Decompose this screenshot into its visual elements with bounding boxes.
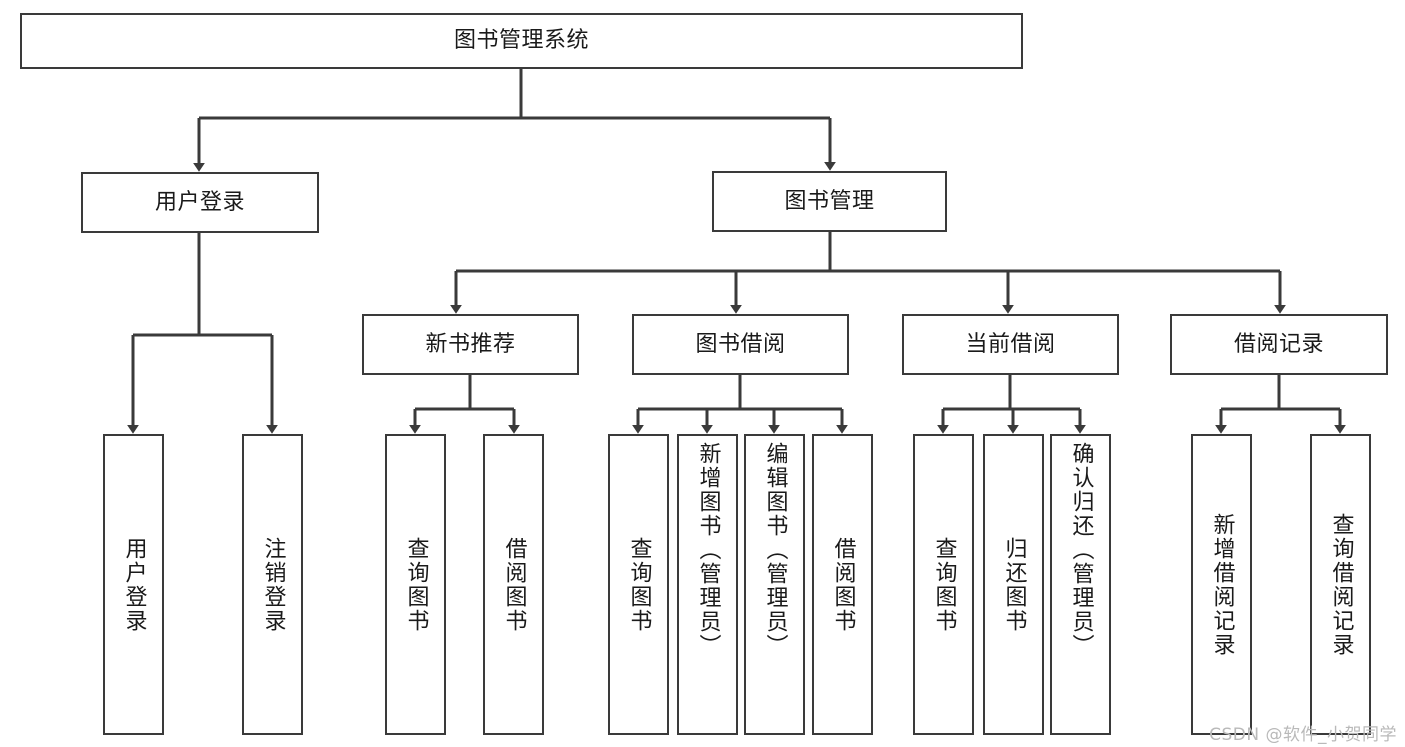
leaf-query-borrow-record[interactable]: 查询借阅记录 <box>1310 434 1371 735</box>
leaf-confirm-return-admin-label: 确认归还（管理员） <box>1068 442 1094 658</box>
leaf-borrow-book-rec[interactable]: 借阅图书 <box>483 434 544 735</box>
leaf-query-borrow-record-label: 查询借阅记录 <box>1328 512 1354 657</box>
leaf-logout-login[interactable]: 注销登录 <box>242 434 303 735</box>
leaf-borrow-book-rec-label: 借阅图书 <box>501 536 527 633</box>
node-root[interactable]: 图书管理系统 <box>20 13 1023 69</box>
node-book-borrow-label: 图书借阅 <box>695 331 786 357</box>
node-root-label: 图书管理系统 <box>453 28 589 54</box>
node-current-borrow-label: 当前借阅 <box>965 331 1056 357</box>
leaf-query-book-rec-label: 查询图书 <box>403 536 429 633</box>
leaf-user-login-label: 用户登录 <box>121 536 147 633</box>
leaf-add-borrow-record-label: 新增借阅记录 <box>1209 512 1235 657</box>
node-user-login-label: 用户登录 <box>154 189 245 215</box>
leaf-query-book-borrow[interactable]: 查询图书 <box>608 434 669 735</box>
leaf-add-book-admin-label: 新增图书（管理员） <box>695 442 721 658</box>
node-new-book-recommend[interactable]: 新书推荐 <box>362 314 579 375</box>
leaf-borrow-book-label: 借阅图书 <box>830 536 856 633</box>
csdn-watermark: CSDN @软件_小贺同学 <box>1209 725 1397 745</box>
leaf-query-book-rec[interactable]: 查询图书 <box>385 434 446 735</box>
leaf-query-book-current[interactable]: 查询图书 <box>913 434 974 735</box>
node-book-borrow[interactable]: 图书借阅 <box>632 314 849 375</box>
leaf-edit-book-admin[interactable]: 编辑图书（管理员） <box>744 434 805 735</box>
leaf-query-book-current-label: 查询图书 <box>931 536 957 633</box>
node-current-borrow[interactable]: 当前借阅 <box>902 314 1119 375</box>
leaf-logout-login-label: 注销登录 <box>260 536 286 633</box>
leaf-query-book-borrow-label: 查询图书 <box>626 536 652 633</box>
leaf-add-borrow-record[interactable]: 新增借阅记录 <box>1191 434 1252 735</box>
leaf-return-book[interactable]: 归还图书 <box>983 434 1044 735</box>
leaf-edit-book-admin-label: 编辑图书（管理员） <box>762 442 788 658</box>
leaf-user-login[interactable]: 用户登录 <box>103 434 164 735</box>
node-book-manage[interactable]: 图书管理 <box>712 171 947 232</box>
leaf-return-book-label: 归还图书 <box>1001 536 1027 633</box>
node-borrow-record[interactable]: 借阅记录 <box>1170 314 1388 375</box>
node-borrow-record-label: 借阅记录 <box>1233 331 1324 357</box>
leaf-add-book-admin[interactable]: 新增图书（管理员） <box>677 434 738 735</box>
node-new-book-recommend-label: 新书推荐 <box>425 331 516 357</box>
node-user-login[interactable]: 用户登录 <box>81 172 319 233</box>
leaf-borrow-book[interactable]: 借阅图书 <box>812 434 873 735</box>
leaf-confirm-return-admin[interactable]: 确认归还（管理员） <box>1050 434 1111 735</box>
node-book-manage-label: 图书管理 <box>784 188 875 214</box>
